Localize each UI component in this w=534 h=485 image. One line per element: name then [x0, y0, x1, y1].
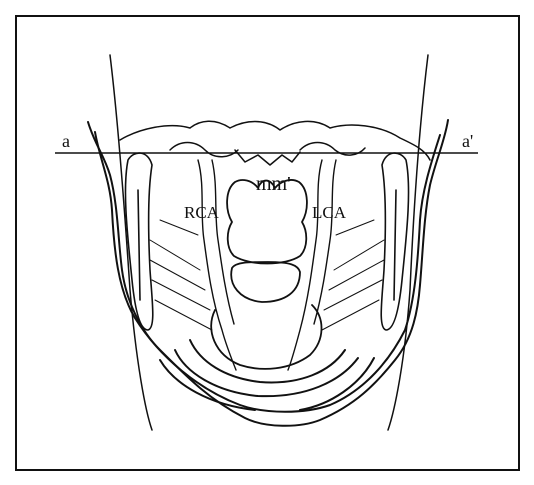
label-lca: LCA: [312, 203, 347, 222]
central-vertebra: [211, 180, 321, 369]
label-a-prime: a': [462, 131, 473, 151]
muscle-striations: [150, 220, 384, 330]
label-mm: mm': [256, 173, 291, 195]
label-a: a: [62, 131, 70, 151]
figure-frame: [16, 16, 519, 470]
label-rca: RCA: [184, 203, 220, 222]
skull-base: [120, 121, 430, 165]
